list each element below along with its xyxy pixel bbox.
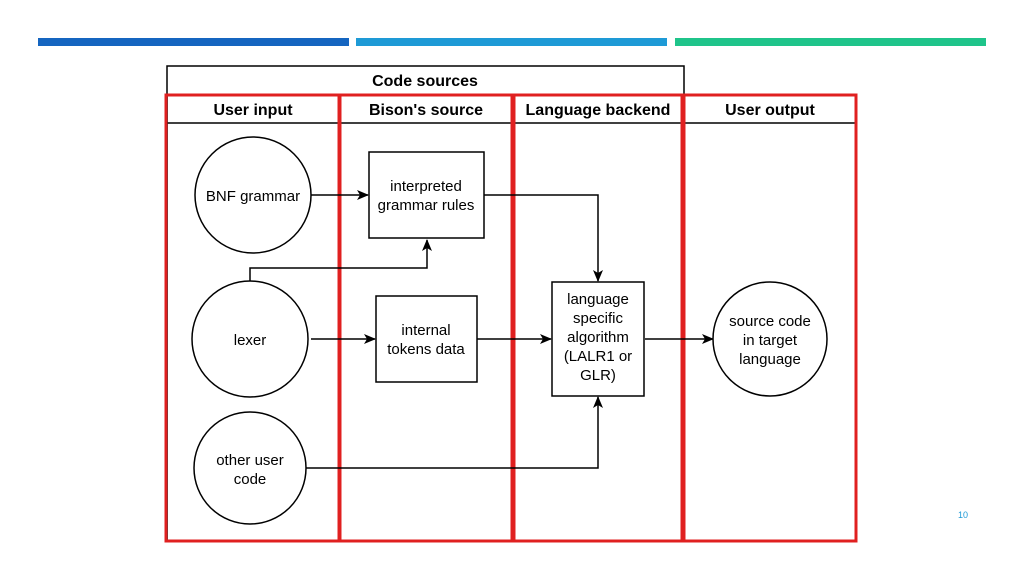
highlight-bisons-source [338, 93, 514, 543]
edge-interpreted-to-algo [484, 194, 603, 282]
accent-bar-right [675, 38, 986, 46]
highlight-user-output [682, 93, 858, 543]
node-target-line3: language [739, 351, 801, 368]
node-algo-line3: algorithm [567, 329, 629, 346]
node-algo-line2: specific [573, 310, 624, 327]
accent-bar-middle [356, 38, 667, 46]
slide-number: 10 [957, 510, 968, 520]
node-algo-line5: GLR) [580, 367, 616, 384]
node-source-code-target: source code in target language [712, 281, 828, 397]
accent-bar-left [38, 38, 349, 46]
node-other-user-code-line2: code [234, 471, 267, 488]
lane-label-user-output: User output [725, 102, 815, 119]
node-internal-tokens-data: internal tokens data [375, 295, 478, 383]
node-interpreted-grammar-rules: interpreted grammar rules [368, 151, 485, 239]
lane-label-language-backend: Language backend [526, 102, 671, 119]
node-bnf-grammar-label: BNF grammar [206, 188, 300, 205]
edges [249, 190, 714, 469]
node-tokens-line2: tokens data [387, 341, 465, 358]
node-bnf-grammar: BNF grammar [194, 136, 312, 254]
node-target-line1: source code [729, 313, 811, 330]
node-target-line2: in target [743, 332, 798, 349]
node-other-user-code-line1: other user [216, 452, 284, 469]
node-interpreted-line1: interpreted [390, 178, 462, 195]
edge-lexer-to-interpreted [249, 239, 432, 283]
highlight-language-backend [512, 93, 684, 543]
node-algo-line4: (LALR1 or [564, 348, 632, 365]
edge-other-to-algo [305, 396, 603, 469]
node-lexer-label: lexer [234, 332, 267, 349]
lane-label-user-input: User input [213, 102, 293, 119]
node-lexer: lexer [191, 280, 309, 398]
node-language-specific-algorithm: language specific algorithm (LALR1 or GL… [551, 281, 645, 397]
node-other-user-code: other user code [193, 411, 307, 525]
node-interpreted-line2: grammar rules [378, 197, 475, 214]
group-title: Code sources [372, 73, 478, 90]
lane-label-bisons-source: Bison's source [369, 102, 483, 119]
node-tokens-line1: internal [401, 322, 450, 339]
node-algo-line1: language [567, 291, 629, 308]
